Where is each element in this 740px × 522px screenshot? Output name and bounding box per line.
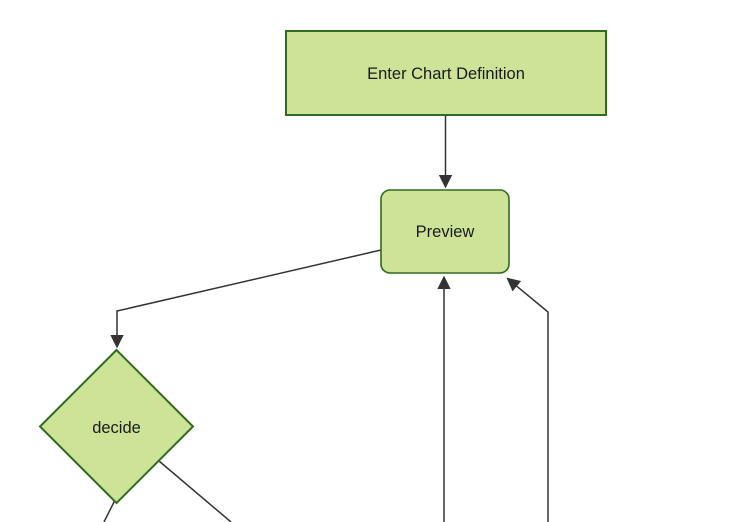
node-preview-label: Preview — [416, 223, 475, 241]
node-preview-shape — [380, 189, 510, 274]
node-enter-chart-definition: Enter Chart Definition — [285, 30, 607, 116]
node-decide-shape — [38, 348, 195, 505]
node-decide-label: decide — [92, 419, 141, 437]
edge-preview-to-decide — [110, 249, 382, 349]
edge-decide-to-offscreen-right — [158, 460, 232, 522]
node-decide: decide — [38, 348, 195, 505]
node-preview: Preview — [380, 189, 510, 274]
edge-decide-to-offscreen-left — [103, 498, 117, 522]
node-enter-chart-definition-label: Enter Chart Definition — [367, 65, 525, 83]
edge-bottomright-to-preview — [506, 277, 549, 522]
node-enter-chart-definition-shape — [285, 30, 607, 116]
